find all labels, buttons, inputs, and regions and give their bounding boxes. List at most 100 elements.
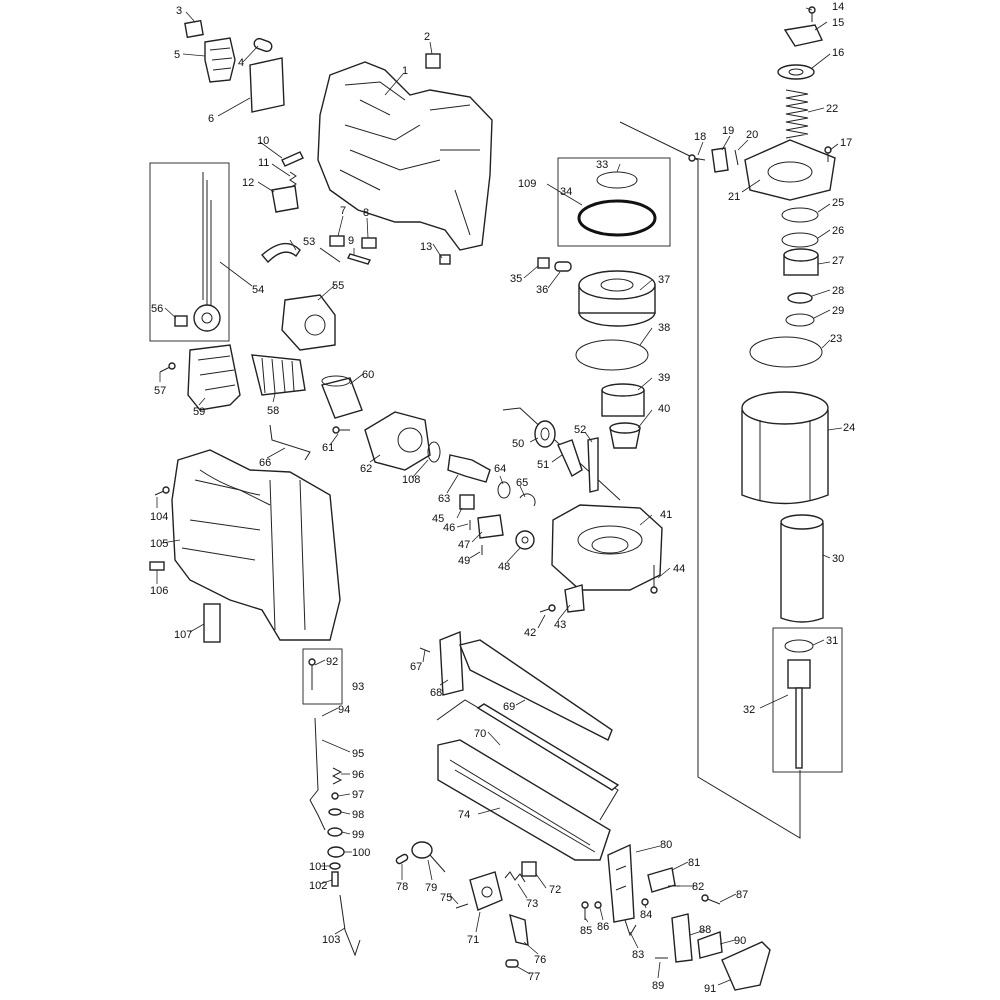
label-105: 105 bbox=[150, 538, 168, 550]
label-78: 78 bbox=[396, 881, 408, 893]
part-108-ring bbox=[427, 441, 441, 463]
part-23-oring bbox=[749, 336, 823, 368]
part-28-washer bbox=[787, 292, 813, 304]
assembly-outline-right bbox=[619, 121, 801, 839]
part-29-oring bbox=[785, 313, 815, 327]
part-56-magnet bbox=[174, 315, 188, 327]
part-7-clip bbox=[329, 235, 345, 247]
label-12: 12 bbox=[242, 177, 254, 189]
label-65: 65 bbox=[516, 477, 528, 489]
part-73-spring bbox=[504, 871, 526, 883]
part-102-bolt bbox=[331, 871, 339, 887]
part-11-spring bbox=[289, 171, 297, 189]
label-21: 21 bbox=[728, 191, 740, 203]
label-8: 8 bbox=[363, 207, 369, 219]
label-4: 4 bbox=[238, 57, 244, 69]
part-79-roller bbox=[411, 841, 446, 873]
label-56: 56 bbox=[151, 303, 163, 315]
label-1: 1 bbox=[402, 65, 408, 77]
label-77: 77 bbox=[528, 971, 540, 983]
label-46: 46 bbox=[443, 522, 455, 534]
part-96-spring bbox=[331, 767, 343, 785]
part-69-magazine-rail bbox=[459, 639, 613, 741]
label-5: 5 bbox=[174, 49, 180, 61]
part-99-nut bbox=[327, 827, 343, 837]
label-14: 14 bbox=[832, 1, 844, 13]
part-65-clip bbox=[519, 493, 536, 507]
label-103: 103 bbox=[322, 934, 340, 946]
part-92-pin bbox=[308, 658, 316, 690]
part-86-pin bbox=[594, 901, 602, 909]
part-45-cam bbox=[459, 494, 475, 510]
part-68-bracket bbox=[439, 630, 464, 696]
label-104: 104 bbox=[150, 511, 168, 523]
label-43: 43 bbox=[554, 619, 566, 631]
part-51-lever bbox=[557, 439, 583, 478]
label-2: 2 bbox=[424, 31, 430, 43]
part-75-screw bbox=[455, 903, 469, 909]
label-66: 66 bbox=[259, 457, 271, 469]
label-55: 55 bbox=[332, 280, 344, 292]
part-50-ring bbox=[534, 420, 556, 448]
part-85-screw bbox=[581, 901, 589, 920]
label-50: 50 bbox=[512, 438, 524, 450]
part-107-label bbox=[203, 603, 221, 643]
label-9: 9 bbox=[348, 235, 354, 247]
label-49: 49 bbox=[458, 555, 470, 567]
part-78-pin bbox=[395, 853, 409, 865]
label-76: 76 bbox=[534, 954, 546, 966]
part-19-latch bbox=[711, 147, 729, 173]
label-95: 95 bbox=[352, 748, 364, 760]
part-101-nut bbox=[329, 862, 341, 870]
part-30-cylinder bbox=[780, 514, 824, 623]
label-67: 67 bbox=[410, 661, 422, 673]
part-4-pin bbox=[253, 37, 273, 53]
label-47: 47 bbox=[458, 539, 470, 551]
part-16-washer bbox=[777, 64, 815, 80]
label-98: 98 bbox=[352, 809, 364, 821]
part-18-screw bbox=[688, 154, 706, 162]
group-box-54 bbox=[149, 162, 230, 342]
label-106: 106 bbox=[150, 585, 168, 597]
label-44: 44 bbox=[673, 563, 685, 575]
label-108: 108 bbox=[402, 474, 420, 486]
label-41: 41 bbox=[660, 509, 672, 521]
assembly-outline-50-52 bbox=[502, 407, 621, 501]
part-33-oring bbox=[596, 171, 638, 189]
label-51: 51 bbox=[537, 459, 549, 471]
label-63: 63 bbox=[438, 493, 450, 505]
part-13-block bbox=[439, 254, 451, 265]
label-71: 71 bbox=[467, 934, 479, 946]
label-107: 107 bbox=[174, 629, 192, 641]
label-99: 99 bbox=[352, 829, 364, 841]
housing-1 bbox=[317, 61, 493, 251]
label-53: 53 bbox=[303, 236, 315, 248]
label-60: 60 bbox=[362, 369, 374, 381]
part-58-rotor bbox=[251, 354, 306, 396]
part-97-pin bbox=[331, 792, 339, 800]
label-89: 89 bbox=[652, 980, 664, 992]
label-40: 40 bbox=[658, 403, 670, 415]
part-57-screw bbox=[159, 362, 176, 373]
label-10: 10 bbox=[257, 135, 269, 147]
label-22: 22 bbox=[826, 103, 838, 115]
part-32-piston bbox=[787, 659, 811, 769]
label-82: 82 bbox=[692, 881, 704, 893]
label-90: 90 bbox=[734, 935, 746, 947]
label-61: 61 bbox=[322, 442, 334, 454]
label-84: 84 bbox=[640, 909, 652, 921]
label-59: 59 bbox=[193, 406, 205, 418]
label-58: 58 bbox=[267, 405, 279, 417]
part-72-block bbox=[521, 861, 537, 877]
label-86: 86 bbox=[597, 921, 609, 933]
part-9-bar bbox=[347, 253, 371, 265]
part-8-clip bbox=[361, 237, 377, 249]
part-53-bracket bbox=[261, 242, 301, 264]
label-35: 35 bbox=[510, 273, 522, 285]
part-95-rod bbox=[309, 717, 326, 831]
label-20: 20 bbox=[746, 129, 758, 141]
label-57: 57 bbox=[154, 385, 166, 397]
part-87-screw bbox=[701, 894, 721, 905]
label-69: 69 bbox=[503, 701, 515, 713]
